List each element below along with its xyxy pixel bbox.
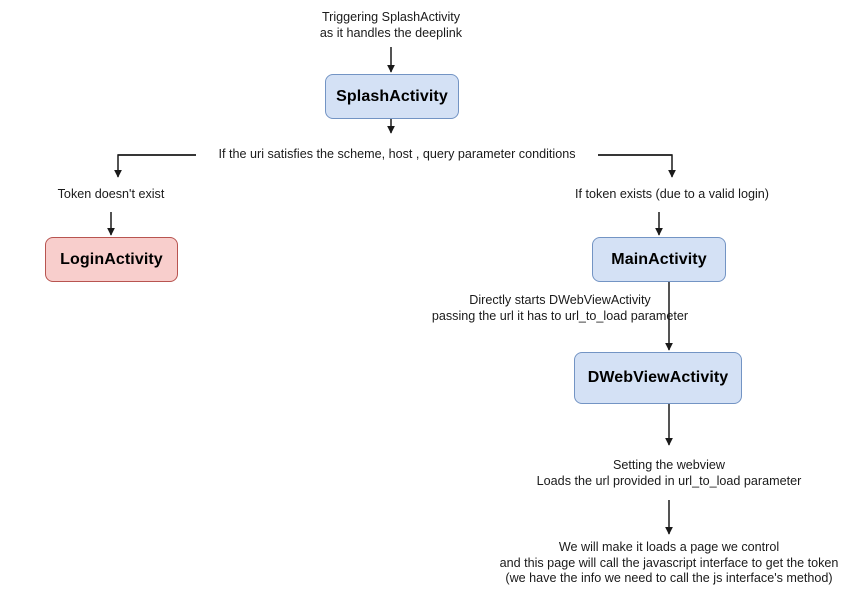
node-login-activity[interactable]: LoginActivity — [45, 237, 178, 282]
edge-branch-right — [598, 154, 676, 178]
node-splash-activity[interactable]: SplashActivity — [325, 74, 459, 119]
label-setting-webview: Setting the webview Loads the url provid… — [536, 458, 802, 488]
label-conclusion: We will make it loads a page we control … — [499, 540, 839, 585]
label-uri-condition: If the uri satisfies the scheme, host , … — [218, 147, 576, 161]
label-directly-starts: Directly starts DWebViewActivity passing… — [431, 293, 689, 323]
label-trigger: Triggering SplashActivity as it handles … — [319, 10, 463, 40]
edge-branch-left — [114, 154, 196, 178]
label-no-token: Token doesn't exist — [57, 187, 165, 201]
node-main-activity[interactable]: MainActivity — [592, 237, 726, 282]
node-dwebview-activity[interactable]: DWebViewActivity — [574, 352, 742, 404]
label-token-exists: If token exists (due to a valid login) — [575, 187, 769, 201]
